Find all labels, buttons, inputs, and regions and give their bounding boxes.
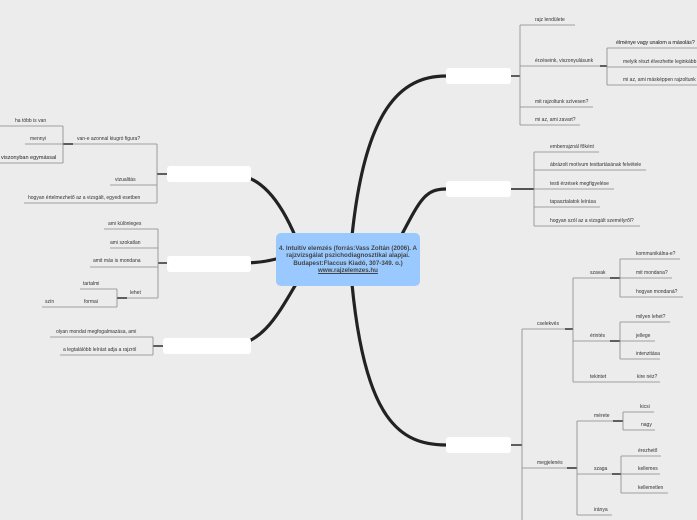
branch-node-right-bottom[interactable] xyxy=(446,437,511,453)
topic-label[interactable]: van-e azonnal kiugró figura? xyxy=(77,136,141,142)
topic-label[interactable]: kellemes xyxy=(638,466,658,472)
topic-label[interactable]: a legtalálóbb leírást adja a rajzról xyxy=(63,347,137,353)
topic-label[interactable]: nagy xyxy=(641,422,652,428)
topic-label[interactable]: mennyi xyxy=(30,136,47,142)
topic-label[interactable]: hogyan szól az a vizsgált személyről? xyxy=(550,218,634,224)
topic-label[interactable]: tekintet xyxy=(590,374,607,380)
topic-label[interactable]: hogyan értelmezhető az a vizsgált, egyed… xyxy=(28,195,141,201)
topic-label[interactable]: viszonyban egymással xyxy=(1,155,57,161)
topic-label[interactable]: ami szokatlan xyxy=(110,240,141,246)
topic-label[interactable]: érezhető xyxy=(638,448,658,454)
central-topic[interactable]: 4. Intuitív elemzés (forrás:Vass Zoltán … xyxy=(276,233,420,286)
topic-label[interactable]: vizualitás xyxy=(115,177,136,183)
topic-label[interactable]: jellege xyxy=(636,333,651,339)
topic-label[interactable]: ami különleges xyxy=(108,221,142,227)
topic-label[interactable]: emberrajznál főként xyxy=(550,144,594,150)
topic-label[interactable]: intenzitása xyxy=(636,351,660,357)
topic-label[interactable]: szavak xyxy=(590,270,606,276)
topic-label[interactable]: milyen lehet? xyxy=(636,314,666,320)
central-topic-link[interactable]: www.rajzelemzes.hu xyxy=(318,267,378,274)
topic-label[interactable]: tartalmi xyxy=(83,281,100,287)
topic-label[interactable]: kellemetlen xyxy=(638,485,664,491)
topic-label[interactable]: mit rajzoltunk szívesen? xyxy=(535,99,589,105)
topic-label[interactable]: szaga xyxy=(594,466,608,472)
topic-label[interactable]: mérete xyxy=(594,413,610,419)
topic-label[interactable]: szín xyxy=(45,299,55,305)
topic-label[interactable]: lehet xyxy=(130,290,141,296)
topic-label[interactable]: formai xyxy=(84,299,98,305)
topic-label[interactable]: hogyan mondaná? xyxy=(636,289,678,295)
topic-label[interactable]: melyik részt élvezhette leginkább xyxy=(623,59,697,65)
topic-label[interactable]: amit más is mondana xyxy=(93,258,141,264)
topic-label[interactable]: iránya xyxy=(594,507,608,513)
topic-label[interactable]: mit mondana? xyxy=(636,270,668,276)
topic-label[interactable]: érintés xyxy=(590,333,606,339)
topic-label[interactable]: testi érzések megfigyelése xyxy=(550,181,609,187)
branch-node-left-mid[interactable] xyxy=(167,256,251,272)
topic-label[interactable]: érzéseink, viszonyulásunk xyxy=(535,58,594,64)
topic-label[interactable]: élménye vagy unalom a másolás? xyxy=(616,40,695,46)
topic-label[interactable]: rajz lendülete xyxy=(535,17,565,23)
branch-node-right-mid[interactable] xyxy=(446,181,511,197)
topic-label[interactable]: megjelenés xyxy=(537,460,563,466)
branch-node-left-top[interactable] xyxy=(167,166,251,182)
topic-label[interactable]: ha több is van xyxy=(15,118,47,124)
topic-label[interactable]: kire néz? xyxy=(637,374,658,380)
branch-node-left-bottom[interactable] xyxy=(163,338,251,354)
topic-label[interactable]: cselekvés xyxy=(537,321,559,327)
topic-label[interactable]: kicsi xyxy=(640,404,650,410)
topic-label[interactable]: mi az, ami másképpen rajzoltunk xyxy=(623,77,696,83)
topic-label[interactable]: kommunikálna-e? xyxy=(636,251,676,257)
topic-label[interactable]: mi az, ami zavart? xyxy=(535,117,576,123)
topic-label[interactable]: ábrázolt motívum testtartásának felvétel… xyxy=(550,162,642,168)
central-topic-title: 4. Intuitív elemzés (forrás:Vass Zoltán … xyxy=(278,244,417,267)
topic-label[interactable]: olyan mondat megfogalmazása, ami xyxy=(56,329,137,335)
topic-label[interactable]: tapasztalatok leírása xyxy=(550,199,596,205)
branch-node-right-top[interactable] xyxy=(446,68,511,84)
